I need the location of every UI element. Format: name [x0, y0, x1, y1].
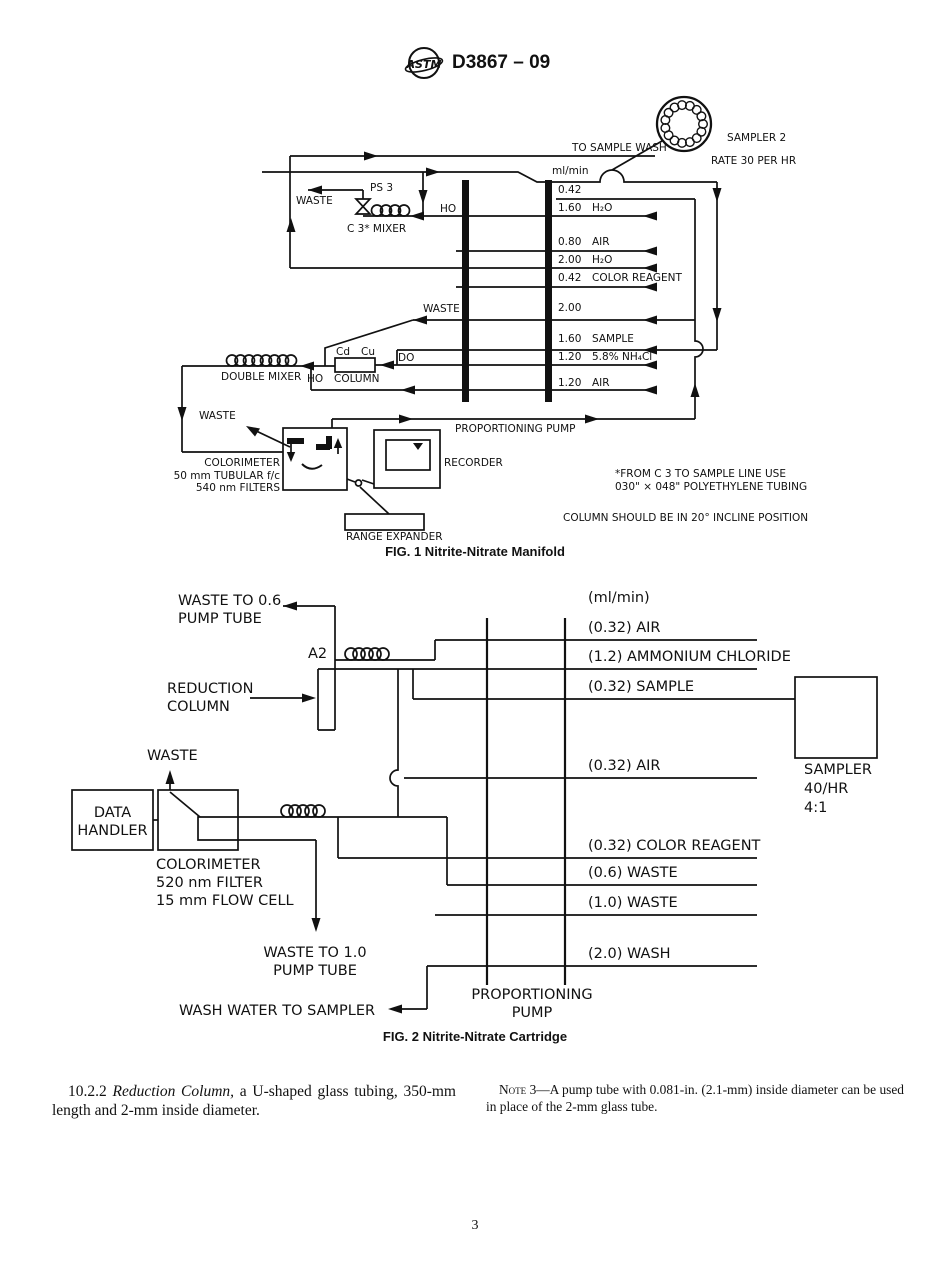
flow-rate: 1.20	[558, 351, 582, 363]
flow-row-2: (2.0) WASH	[588, 946, 671, 962]
proportioning-pump-label-2: PROPORTIONING PUMP	[471, 987, 593, 1022]
flow-row-2: (0.32) COLOR REAGENT	[588, 838, 761, 854]
reagent-name: COLOR REAGENT	[592, 272, 682, 284]
reagent-name: 5.8% NH₄Cl	[592, 351, 653, 363]
reagent-name: H₂O	[592, 202, 613, 214]
note-paragraph: Note 3—A pump tube with 0.081-in. (2.1-m…	[486, 1081, 904, 1115]
flow-row: 2.00	[558, 302, 592, 315]
cu-label: Cu	[361, 346, 375, 358]
waste-to-06-label: WASTE TO 0.6 PUMP TUBE	[178, 593, 282, 628]
sampler-carousel-icon	[655, 95, 713, 153]
section-text: a U-shaped glass tubing, 350-mm length a…	[52, 1082, 456, 1119]
pump-bar	[462, 180, 469, 402]
double-mixer-coil-icon	[225, 354, 298, 367]
flow-rate: 0.80	[558, 236, 582, 248]
reagent-name: AIR	[592, 236, 610, 248]
flow-row: 1.20 5.8% NH₄Cl	[558, 351, 652, 364]
flow-row-2: (0.32) AIR	[588, 620, 661, 636]
flow-row-2: (0.6) WASTE	[588, 865, 678, 881]
sampler2-label: SAMPLER 2	[727, 132, 787, 144]
document-code: D3867 – 09	[452, 52, 551, 73]
page-number: 3	[471, 1218, 479, 1233]
ho-top-label: HO	[440, 203, 457, 215]
cable-connector-icon	[354, 479, 363, 487]
section-number: 10.2.2	[68, 1082, 113, 1100]
fig1-lines	[181, 95, 718, 531]
flow-row-2: (1.2) AMMONIUM CHLORIDE	[588, 649, 791, 665]
section-title: Reduction Column,	[112, 1082, 235, 1100]
ps3-valve-label: PS 3	[370, 182, 394, 194]
mlmin-label: ml/min	[552, 165, 589, 177]
fig1-caption: FIG. 1 Nitrite-Nitrate Manifold	[385, 544, 565, 559]
mlmin-header-2: (ml/min)	[588, 590, 650, 606]
flow-rate: 2.00	[558, 254, 582, 266]
colorimeter-label: COLORIMETER 50 mm TUBULAR f/c 540 nm FIL…	[173, 457, 280, 495]
waste-mid-label: WASTE	[423, 303, 460, 315]
fig2-lines	[71, 605, 878, 1010]
reduction-column-label: REDUCTION COLUMN	[167, 681, 254, 716]
note-label: Note	[499, 1082, 527, 1098]
flow-row-2: (1.0) WASTE	[588, 895, 678, 911]
section-paragraph: 10.2.2 Reduction Column, a U-shaped glas…	[52, 1082, 456, 1120]
waste-to-10-label: WASTE TO 1.0 PUMP TUBE	[263, 945, 367, 980]
reagent-name: SAMPLE	[592, 333, 634, 345]
waste-left-label: WASTE	[199, 410, 236, 422]
ho-bottom-label: HO	[307, 373, 324, 385]
flow-row: 1.60 SAMPLE	[558, 333, 634, 346]
flow-row: 1.60 H₂O	[558, 202, 612, 215]
range-expander-box	[344, 513, 425, 531]
flow-row-2: (0.32) SAMPLE	[588, 679, 695, 695]
flow-rate: 2.00	[558, 302, 582, 314]
fig2-caption: FIG. 2 Nitrite-Nitrate Cartridge	[382, 1029, 568, 1044]
do-label: DO	[398, 352, 415, 364]
pinch-valve-icon	[354, 198, 372, 215]
flow-rate: 1.60	[558, 202, 582, 214]
flow-row: 0.80 AIR	[558, 236, 610, 249]
mixer-coil-icon	[280, 804, 326, 818]
cd-cu-column-box	[334, 357, 376, 373]
sampler-box	[794, 676, 878, 759]
cd-label: Cd	[336, 346, 350, 358]
note-text: 3—A pump tube with 0.081-in. (2.1-mm) in…	[486, 1082, 904, 1115]
range-expander-label: RANGE EXPANDER	[346, 531, 443, 543]
incline-footnote: COLUMN SHOULD BE IN 20° INCLINE POSITION	[563, 512, 809, 524]
waste-label-fig2: WASTE	[147, 748, 198, 764]
proportioning-pump-label: PROPORTIONING PUMP	[455, 423, 576, 435]
flow-rate: 1.60	[558, 333, 582, 345]
reagent-name: H₂O	[592, 254, 613, 266]
flow-rate: 0.42	[558, 184, 582, 196]
flow-row: 2.00 H₂O	[558, 254, 612, 267]
astm-logo: ASTM	[404, 44, 444, 88]
double-mixer-label: DOUBLE MIXER	[221, 371, 302, 383]
wash-water-label: WASH WATER TO SAMPLER	[179, 1003, 376, 1019]
to-sample-wash-label: TO SAMPLE WASH	[572, 142, 667, 154]
c3-mixer-label: C 3* MIXER	[347, 223, 407, 235]
astm-logo-text: ASTM	[406, 58, 442, 71]
flow-rate: 0.42	[558, 272, 582, 284]
reduction-column-u-tube	[317, 660, 336, 731]
flow-arrowheads	[165, 151, 722, 1014]
recorder-label: RECORDER	[444, 457, 503, 469]
flow-row-2: (0.32) AIR	[588, 758, 661, 774]
c3-mixer-coil-icon	[370, 204, 411, 217]
a2-label: A2	[308, 646, 328, 662]
flow-row: 0.42	[558, 184, 592, 197]
flow-row: 1.20 AIR	[558, 377, 610, 390]
data-handler-label: DATA HANDLER	[77, 805, 148, 840]
tubing-footnote: *FROM C 3 TO SAMPLE LINE USE 030" × 048"…	[615, 468, 808, 493]
waste-top-label: WASTE	[296, 195, 333, 207]
mixer-coil-icon	[344, 647, 390, 661]
colorimeter-box	[282, 427, 348, 491]
flow-row: 0.42 COLOR REAGENT	[558, 272, 682, 285]
sampler-label-2: SAMPLER 40/HR 4:1	[804, 762, 872, 816]
sampler-rate-label: RATE 30 PER HR	[711, 155, 797, 167]
column-label: COLUMN	[334, 373, 380, 385]
colorimeter-label-2: COLORIMETER 520 nm FILTER 15 mm FLOW CEL…	[156, 857, 294, 910]
recorder-box	[373, 429, 441, 489]
reagent-name: AIR	[592, 377, 610, 389]
flow-rate: 1.20	[558, 377, 582, 389]
pump-bar	[545, 180, 552, 402]
